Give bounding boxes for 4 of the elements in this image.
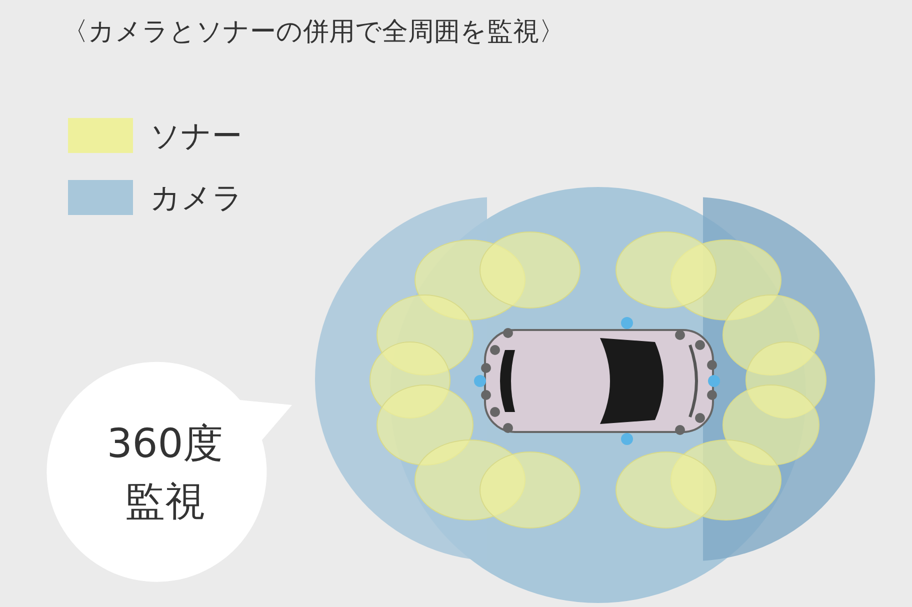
bubble-text: 360度監視 xyxy=(100,415,230,531)
legend-label: ソナー xyxy=(150,118,242,156)
title: 〈カメラとソナーの併用で全周囲を監視〉 xyxy=(62,16,565,49)
legend-label: カメラ xyxy=(150,180,243,218)
